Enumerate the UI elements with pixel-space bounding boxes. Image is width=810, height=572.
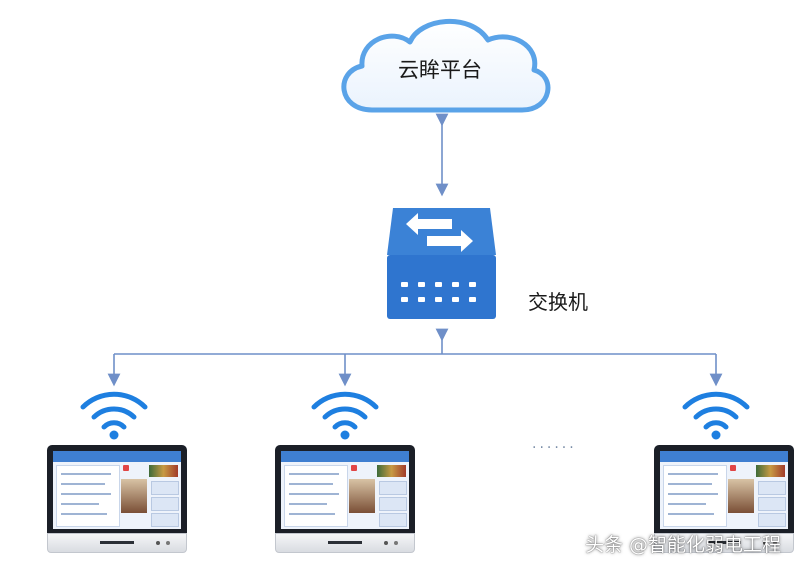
cloud-icon [341,18,551,113]
cloud-platform-label: 云眸平台 [398,58,482,82]
distribution-links [107,328,723,387]
terminal-device [275,445,415,553]
device-screen [660,451,788,529]
wifi-icon [80,391,148,440]
watermark: 头条 @智能化弱电工程 [585,534,782,556]
device-base [654,533,794,553]
terminal-device [47,445,187,553]
terminal-device [654,445,794,553]
network-switch-icon [387,208,496,319]
device-screen [281,451,409,529]
device-base [47,533,187,553]
device-base [275,533,415,553]
wifi-icon [311,391,379,440]
wifi-icon [682,391,750,440]
switch-label: 交换机 [528,290,588,314]
more-terminals-ellipsis: ······ [532,440,577,456]
device-screen [53,451,181,529]
